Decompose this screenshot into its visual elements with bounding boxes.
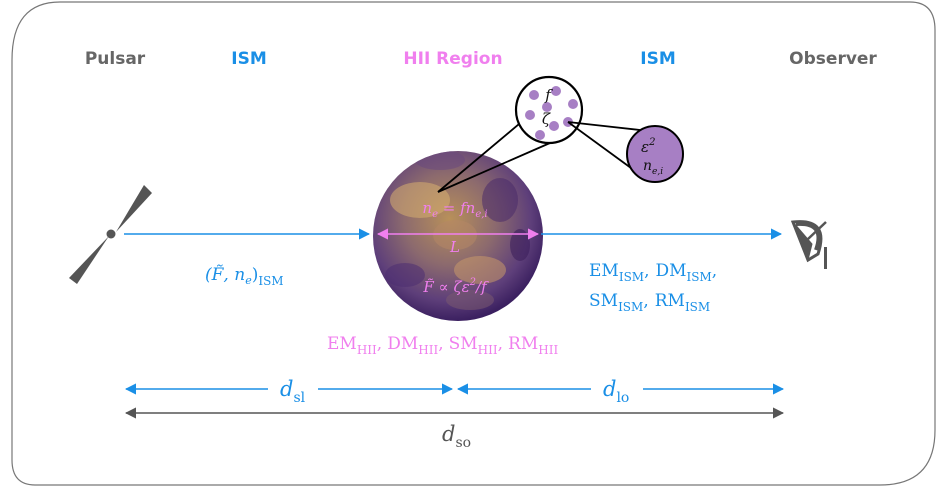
header-ism-right: ISM [640,49,676,69]
clump-circle: ε2 ne,i [626,125,684,183]
clump-line-2 [567,121,632,169]
pulsar-icon [69,185,152,284]
hii-width-label: L [449,238,460,256]
ism-left-params: (F̃, ne)ISM [205,265,284,288]
header-pulsar: Pulsar [85,49,146,69]
ne-equation: ne = fne,i [422,199,487,220]
clump-line-1 [567,121,641,131]
f-proportional: F̃ ∝ ζε2/f [422,277,489,296]
hii-observables: EMHII,DMHII,SMHII,RMHII [327,334,558,357]
zoom-circle: f ζ [514,75,584,145]
frame-border [11,1,936,486]
d-sl-label: dsl [280,377,306,406]
zoom-line-2 [437,142,551,193]
d-so-label: dso [442,422,471,451]
d-lo-label: dlo [603,377,629,406]
header-observer: Observer [789,49,877,69]
zoom-label-f: f [544,86,553,104]
zoom-line-1 [437,118,526,193]
zoom-label-zeta: ζ [542,110,551,128]
header-ism-left: ISM [231,49,267,69]
svg-text:ε2: ε2 [641,137,655,156]
header-hii-region: HII Region [403,49,502,69]
ism-right-observables-line2: SMISM,RMISM [589,291,710,314]
radio-telescope-icon [790,220,827,269]
svg-text:ne,i: ne,i [643,158,663,177]
ism-right-observables-line1: EMISM,DMISM, [589,261,717,284]
